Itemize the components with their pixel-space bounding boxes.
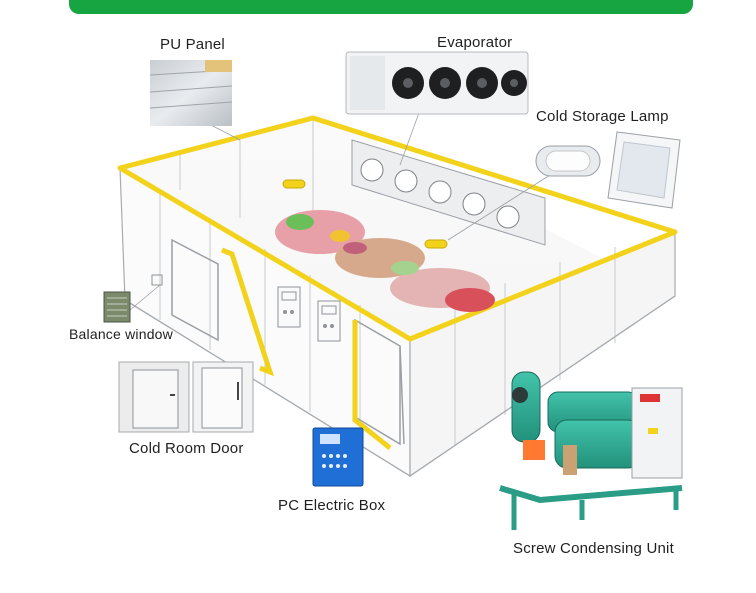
wall-vent	[151, 274, 163, 286]
ceiling-lamps	[282, 179, 448, 249]
cold-storage-lamp-image	[535, 131, 681, 209]
pu-panel-label: PU Panel	[160, 36, 225, 53]
wall-control-panels	[277, 286, 341, 342]
evaporator-label: Evaporator	[437, 34, 513, 51]
interior-evaporator	[351, 139, 546, 246]
screw-condensing-unit-label: Screw Condensing Unit	[513, 540, 674, 557]
balance-window-image	[103, 291, 131, 323]
evaporator-image	[345, 51, 529, 115]
cold-storage-lamp-label: Cold Storage Lamp	[536, 108, 669, 125]
top-accent-bar	[69, 0, 693, 14]
screw-condensing-unit-image	[499, 371, 683, 530]
food-pile	[275, 210, 495, 312]
room-doors	[171, 238, 405, 450]
cold-room-door-label: Cold Room Door	[129, 440, 244, 457]
pc-electric-box-image	[312, 427, 364, 487]
pc-electric-box-label: PC Electric Box	[278, 497, 386, 514]
balance-window-label: Balance window	[69, 326, 173, 342]
cold-room-door-image	[118, 361, 254, 433]
pu-panel-image	[149, 60, 233, 126]
